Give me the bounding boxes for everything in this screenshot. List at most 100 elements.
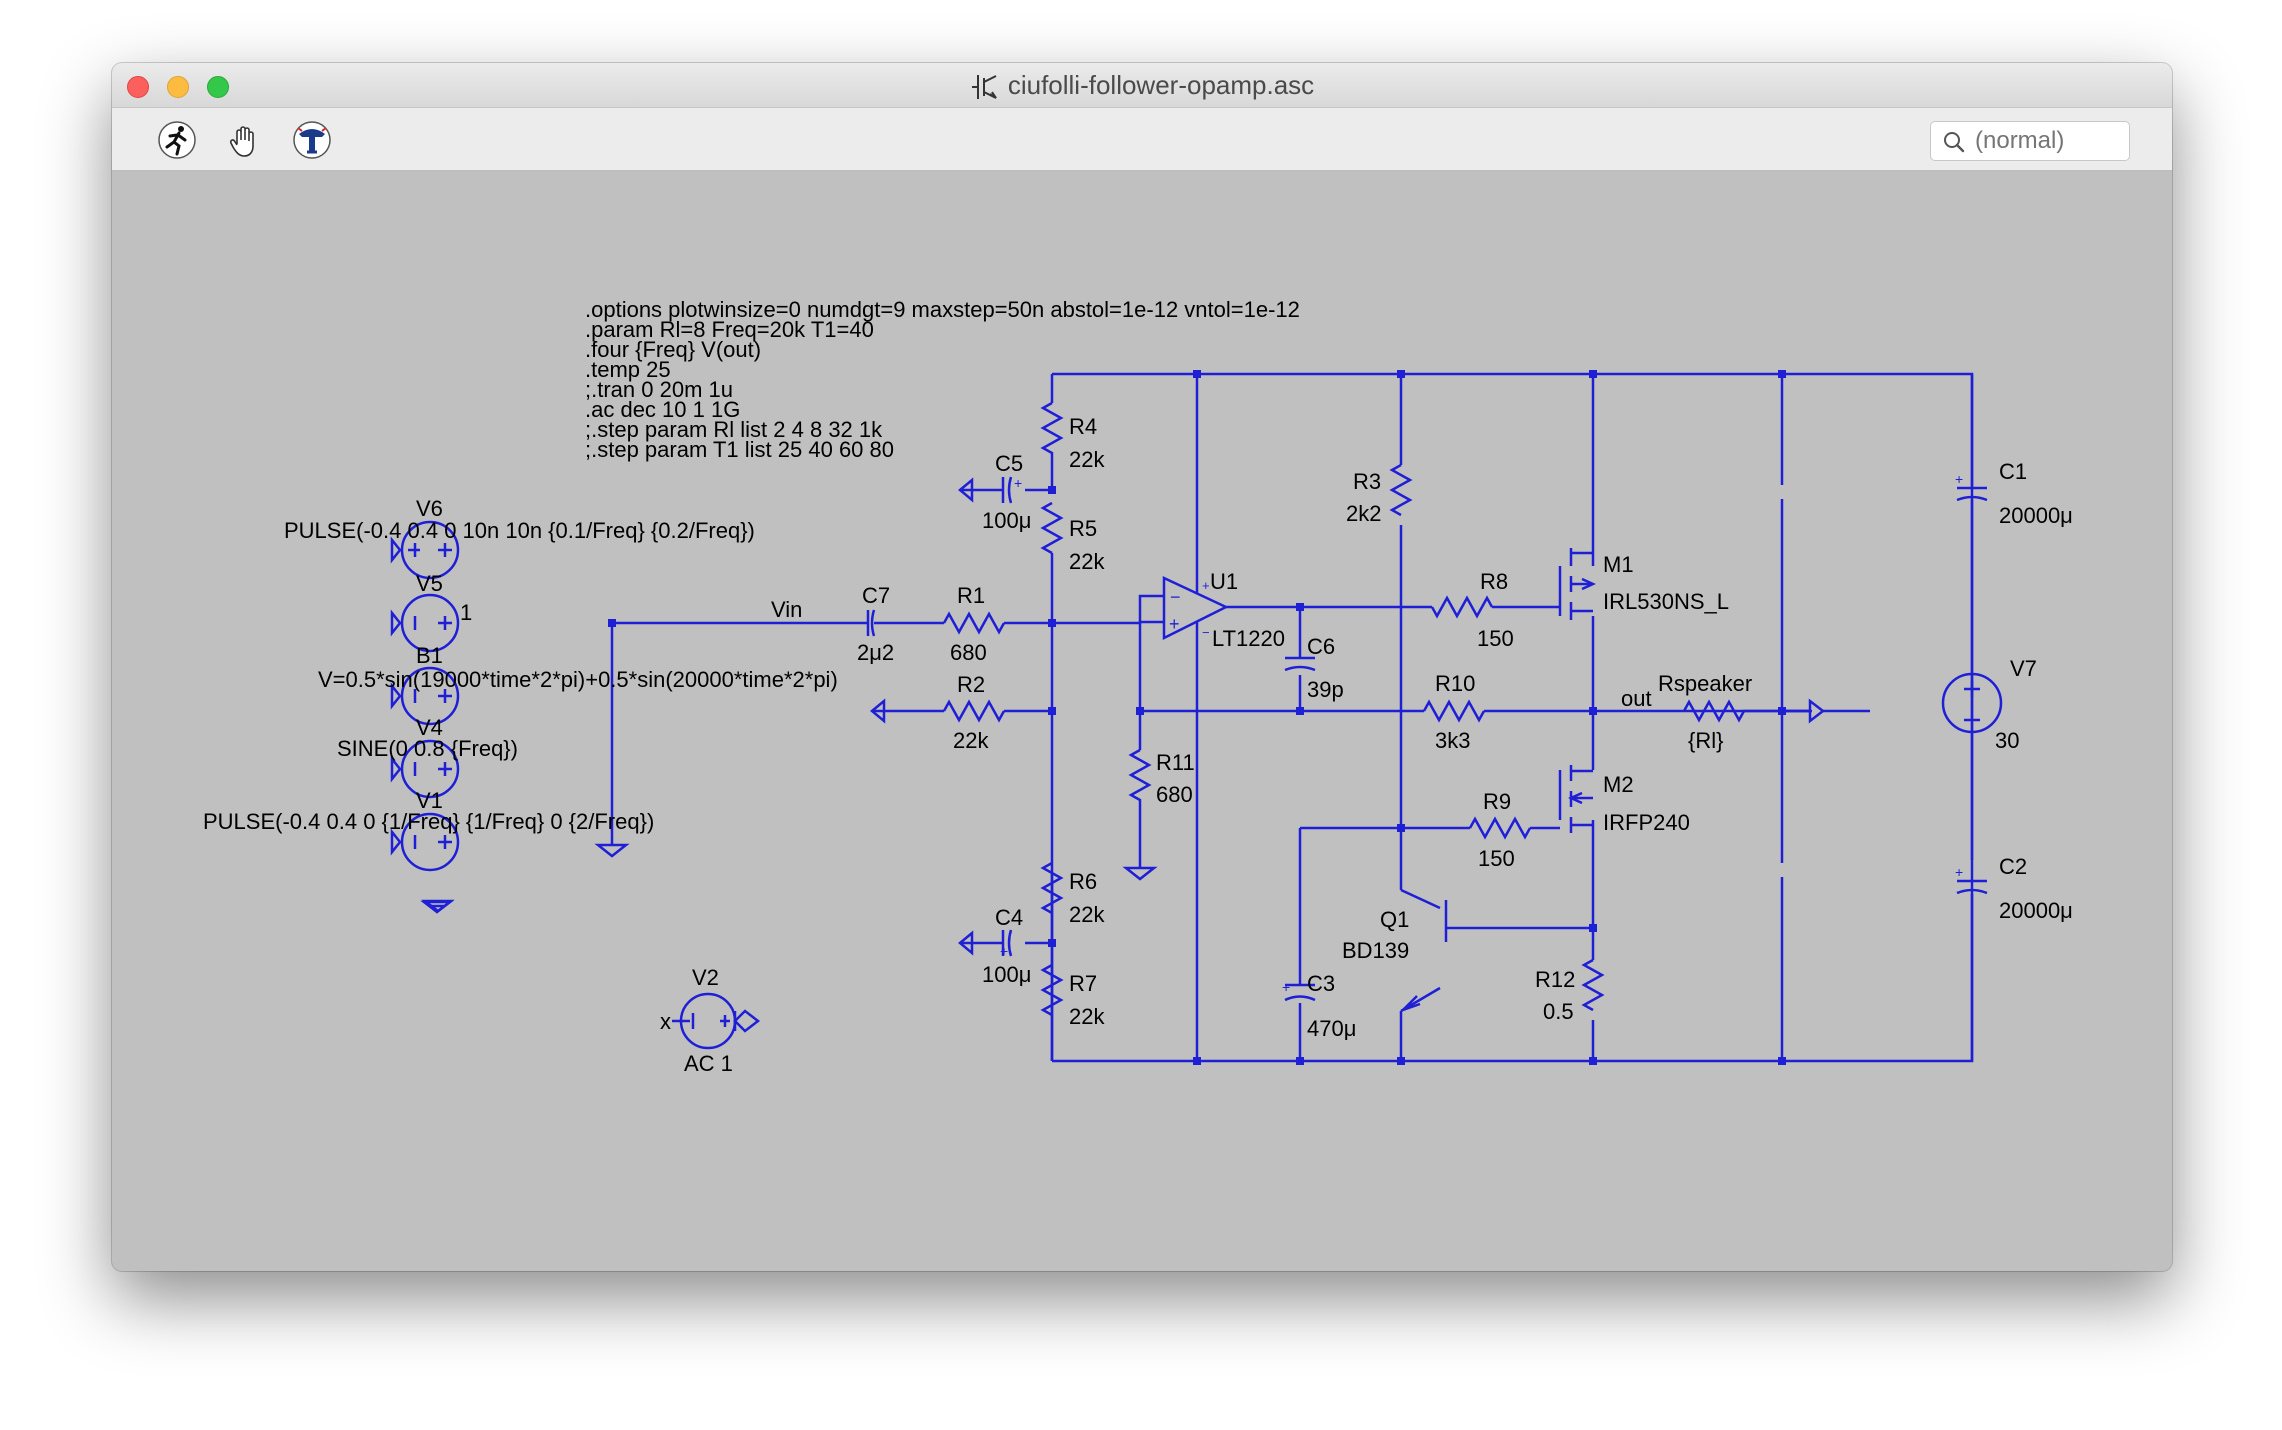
v5-name: V5 (416, 571, 443, 596)
svg-text:+: + (1202, 578, 1210, 593)
svg-text:+: + (1955, 471, 1963, 487)
svg-text:+: + (1014, 475, 1022, 491)
svg-text:+: + (1955, 864, 1963, 880)
r11-value: 680 (1156, 782, 1193, 807)
app-window: ciufolli-follower-opamp.asc (112, 63, 2172, 1271)
c6-name: C6 (1307, 634, 1335, 659)
svg-text:+: + (1000, 943, 1008, 959)
directive-line: .options plotwinsize=0 numdgt=9 maxstep=… (585, 297, 1300, 322)
v7-source-symbol (1941, 672, 2003, 734)
v4-value: SINE(0 0.8 {Freq}) (337, 736, 518, 761)
title-bar: ciufolli-follower-opamp.asc (112, 63, 2172, 108)
svg-text:−: − (1202, 625, 1210, 640)
v2-source-symbol (672, 992, 761, 1050)
opamp-pins: − + + − (1169, 578, 1210, 640)
capacitors (859, 374, 1988, 1061)
r4-symbol (1040, 401, 1064, 463)
ground-symbols (421, 843, 1158, 913)
r1-name: R1 (957, 583, 985, 608)
v5-value: 1 (460, 600, 472, 625)
schematic-doc-icon (971, 75, 997, 100)
r12-name: R12 (1535, 967, 1575, 992)
m1-name: M1 (1603, 552, 1634, 577)
resistors (942, 401, 1810, 1017)
junction-dots (608, 370, 1786, 1065)
rspeaker-symbol (1682, 699, 1810, 723)
svg-text:−: − (1170, 587, 1181, 607)
u1-name: U1 (1210, 569, 1238, 594)
minimize-window-button[interactable] (167, 76, 189, 98)
zoom-window-button[interactable] (207, 76, 229, 98)
directive-line: ;.tran 0 20m 1u (585, 377, 733, 402)
u1-value: LT1220 (1212, 626, 1285, 651)
r8-name: R8 (1480, 569, 1508, 594)
directive-line: .temp 25 (585, 357, 671, 382)
r1-symbol (942, 611, 1006, 635)
c2-symbol (1956, 879, 1988, 1061)
c4-value: 100μ (982, 962, 1031, 987)
search-field[interactable] (1930, 121, 2130, 161)
r3-name: R3 (1353, 469, 1381, 494)
b1-name: B1 (416, 643, 443, 668)
r6-symbol (1040, 861, 1064, 915)
m2-value: IRFP240 (1603, 810, 1690, 835)
pan-hand-icon[interactable] (224, 120, 264, 160)
r5-symbol (1040, 501, 1064, 555)
r9-value: 150 (1478, 846, 1515, 871)
cap-polarity-marks: + + + + + (1000, 471, 1963, 995)
directive-line: ;.step param T1 list 25 40 60 80 (585, 437, 894, 462)
v7-name: V7 (2010, 656, 2037, 681)
v4-name: V4 (416, 715, 443, 740)
v6-value: PULSE(-0.4 0.4 0 10n 10n {0.1/Freq} {0.2… (284, 518, 755, 543)
close-window-button[interactable] (127, 76, 149, 98)
window-title-text: ciufolli-follower-opamp.asc (1007, 70, 1315, 100)
r2-symbol (942, 699, 1006, 723)
v6-name: V6 (416, 496, 443, 521)
schematic-canvas[interactable]: + + + + + − + + − (112, 171, 2172, 1271)
search-input[interactable] (1975, 127, 2120, 155)
c2-name: C2 (1999, 854, 2027, 879)
c7-name: C7 (862, 583, 890, 608)
r11-symbol (1128, 748, 1152, 810)
c1-value: 20000μ (1999, 503, 2073, 528)
mosfet-m2-symbol (1558, 765, 1593, 833)
r10-value: 3k3 (1435, 728, 1470, 753)
r7-value: 22k (1069, 1004, 1105, 1029)
r8-value: 150 (1477, 626, 1514, 651)
directive-line: ;.step param Rl list 2 4 8 32 1k (585, 417, 883, 442)
window-title: ciufolli-follower-opamp.asc (112, 63, 2172, 107)
r3-value: 2k2 (1346, 501, 1381, 526)
r5-name: R5 (1069, 516, 1097, 541)
bjt-q1-arrow (1402, 995, 1421, 1012)
r4-value: 22k (1069, 447, 1105, 472)
search-icon (1944, 132, 1965, 153)
c3-value: 470μ (1307, 1016, 1356, 1041)
v2-name: V2 (692, 965, 719, 990)
mosfet-m1-symbol (1558, 548, 1597, 620)
r12-symbol (1581, 958, 1605, 1012)
r9-name: R9 (1483, 789, 1511, 814)
r5-value: 22k (1069, 549, 1105, 574)
q1-name: Q1 (1380, 907, 1409, 932)
opamp-u1-symbol (1162, 576, 1229, 641)
run-icon[interactable] (157, 120, 197, 160)
q1-value: BD139 (1342, 938, 1409, 963)
svg-text:+: + (1169, 614, 1180, 634)
net-out: out (1621, 686, 1652, 711)
r1-value: 680 (950, 640, 987, 665)
v7-value: 30 (1995, 728, 2019, 753)
toolbar (112, 108, 2172, 171)
r6-value: 22k (1069, 902, 1105, 927)
probe-icon[interactable] (292, 120, 332, 160)
rspeaker-name: Rspeaker (1658, 671, 1752, 696)
c5-symbol (1001, 476, 1013, 504)
r2-name: R2 (957, 672, 985, 697)
directive-line: .param Rl=8 Freq=20k T1=40 (585, 317, 874, 342)
c4-symbol (1001, 929, 1013, 957)
r7-name: R7 (1069, 971, 1097, 996)
v2-value: AC 1 (684, 1051, 733, 1076)
spice-directives: .options plotwinsize=0 numdgt=9 maxstep=… (585, 297, 1300, 462)
directive-line: .four {Freq} V(out) (585, 337, 761, 362)
v1-value: PULSE(-0.4 0.4 0 {1/Freq} {1/Freq} 0 {2/… (203, 809, 654, 834)
rspeaker-value: {Rl} (1688, 728, 1723, 753)
